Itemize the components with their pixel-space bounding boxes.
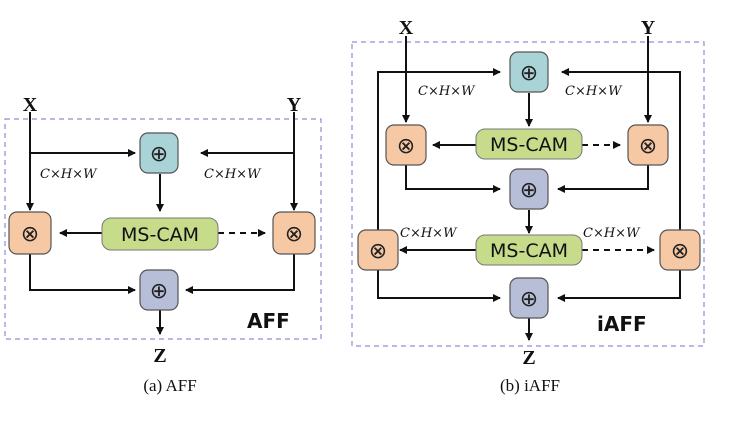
iaff-dim-mid-left: C×H×W [400, 226, 458, 241]
aff-caption: (a) AFF [143, 376, 196, 395]
multiply-symbol: ⊗ [369, 239, 387, 264]
add-symbol: ⊕ [520, 287, 538, 312]
ms-cam-label: MS-CAM [490, 240, 568, 262]
add-symbol: ⊕ [520, 178, 538, 203]
iaff-add-middle: ⊕ [509, 168, 549, 210]
aff-dim-right: C×H×W [204, 167, 262, 182]
ms-cam-label: MS-CAM [490, 134, 568, 156]
aff-mul-right: ⊗ [272, 211, 316, 255]
add-symbol: ⊕ [150, 142, 168, 167]
iaff-diagram: ⊕ ⊗ ⊗ MS-CAM ⊕ ⊗ ⊗ MS-CAM [351, 17, 705, 395]
iaff-input-x: X [399, 17, 414, 39]
aff-frame [4, 118, 322, 340]
iaff-mul-top-right: ⊗ [627, 124, 669, 166]
iaff-ms-cam-2: MS-CAM [475, 234, 583, 266]
iaff-mul-top-left: ⊗ [385, 124, 427, 166]
multiply-symbol: ⊗ [285, 222, 303, 247]
multiply-symbol: ⊗ [639, 134, 657, 159]
aff-output-z: Z [153, 345, 166, 367]
aff-diagram: ⊕ ⊗ ⊗ MS-CAM ⊕ X Y C×H×W C×H×W AFF Z (a)… [4, 94, 322, 395]
iaff-ms-cam-1: MS-CAM [475, 128, 583, 160]
add-symbol: ⊕ [520, 61, 538, 86]
iaff-output-z: Z [522, 347, 535, 369]
iaff-frame [351, 41, 705, 347]
multiply-symbol: ⊗ [397, 134, 415, 159]
multiply-symbol: ⊗ [21, 222, 39, 247]
aff-input-y: Y [287, 94, 302, 116]
iaff-dim-top-left: C×H×W [418, 84, 476, 99]
iaff-dim-top-right: C×H×W [565, 84, 623, 99]
iaff-dim-mid-right: C×H×W [583, 226, 641, 241]
iaff-input-y: Y [641, 17, 656, 39]
aff-add-bottom: ⊕ [139, 269, 179, 311]
aff-mul-left: ⊗ [8, 211, 52, 255]
multiply-symbol: ⊗ [671, 239, 689, 264]
add-symbol: ⊕ [150, 279, 168, 304]
ms-cam-label: MS-CAM [121, 224, 199, 246]
iaff-tag: iAFF [597, 312, 647, 336]
aff-ms-cam: MS-CAM [101, 217, 219, 251]
aff-dim-left: C×H×W [40, 167, 98, 182]
iaff-add-bottom: ⊕ [509, 277, 549, 319]
aff-input-x: X [23, 94, 38, 116]
iaff-mul-bottom-right: ⊗ [659, 229, 701, 271]
aff-add-top: ⊕ [139, 132, 179, 174]
aff-tag: AFF [247, 309, 290, 333]
iaff-mul-bottom-left: ⊗ [357, 229, 399, 271]
iaff-caption: (b) iAFF [500, 376, 560, 395]
iaff-wires [377, 36, 681, 341]
iaff-add-top: ⊕ [509, 51, 549, 93]
aff-wires [26, 112, 298, 335]
